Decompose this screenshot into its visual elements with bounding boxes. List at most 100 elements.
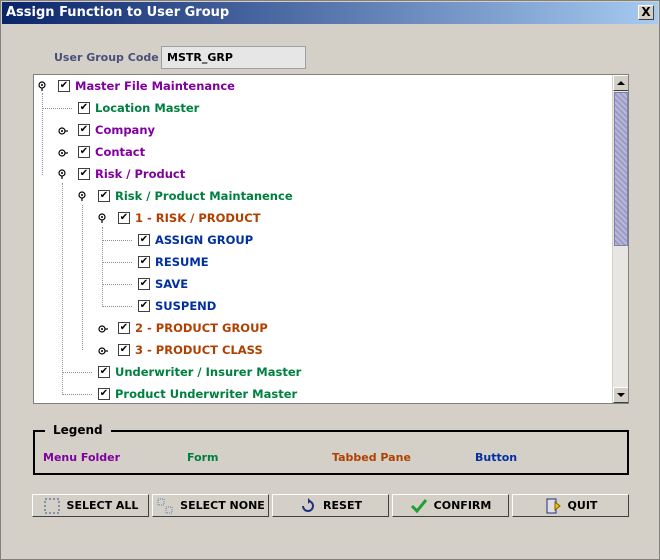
exit-door-icon bbox=[546, 498, 561, 513]
select-all-label: SELECT ALL bbox=[66, 499, 139, 512]
tree-node[interactable]: ✔ RESUME bbox=[138, 253, 209, 271]
tree-node-label: Product Underwriter Master bbox=[115, 387, 298, 401]
tree-connector bbox=[62, 372, 92, 373]
tree-connector bbox=[62, 183, 63, 395]
legend-title: Legend bbox=[45, 423, 111, 437]
legend-menu-folder: Menu Folder bbox=[43, 451, 121, 464]
tree-checkbox[interactable]: ✔ bbox=[138, 300, 150, 312]
legend-form: Form bbox=[187, 451, 219, 464]
confirm-button[interactable]: CONFIRM bbox=[392, 494, 509, 517]
reset-label: RESET bbox=[323, 499, 362, 512]
tree-node-label: RESUME bbox=[155, 255, 209, 269]
quit-button[interactable]: QUIT bbox=[512, 494, 629, 517]
tree-node-label: Contact bbox=[95, 145, 146, 159]
tree-checkbox[interactable]: ✔ bbox=[78, 146, 90, 158]
title-bar: Assign Function to User Group X bbox=[2, 2, 658, 24]
tree-scrollbar[interactable] bbox=[612, 75, 628, 403]
collapsed-handle-icon[interactable] bbox=[58, 147, 68, 157]
select-all-icon bbox=[44, 498, 60, 513]
tree-checkbox[interactable]: ✔ bbox=[78, 124, 90, 136]
tree-node[interactable]: ✔ 2 - PRODUCT GROUP bbox=[118, 319, 268, 337]
tree-node[interactable]: ✔ Risk / Product Maintanence bbox=[98, 187, 293, 205]
tree-node-label: 1 - RISK / PRODUCT bbox=[135, 211, 261, 225]
tree-checkbox[interactable]: ✔ bbox=[118, 212, 130, 224]
tree-checkbox[interactable]: ✔ bbox=[98, 190, 110, 202]
checkmark-icon bbox=[410, 498, 427, 513]
tree-node[interactable]: ✔ SAVE bbox=[138, 275, 188, 293]
tree-checkbox[interactable]: ✔ bbox=[138, 278, 150, 290]
legend-button: Button bbox=[475, 451, 518, 464]
select-none-label: SELECT NONE bbox=[180, 499, 265, 512]
close-icon: X bbox=[641, 5, 651, 19]
expanded-handle-icon[interactable] bbox=[38, 81, 48, 91]
tree-connector bbox=[62, 394, 92, 395]
tree-node-label: Company bbox=[95, 123, 155, 137]
tree-connector bbox=[102, 306, 132, 307]
scroll-thumb[interactable] bbox=[614, 92, 628, 246]
legend-box bbox=[33, 430, 629, 475]
tree-node-label: ASSIGN GROUP bbox=[155, 233, 254, 247]
window-title: Assign Function to User Group bbox=[6, 5, 230, 20]
quit-label: QUIT bbox=[567, 499, 598, 512]
tree-node[interactable]: ✔ Master File Maintenance bbox=[58, 77, 235, 95]
tree-checkbox[interactable]: ✔ bbox=[78, 168, 90, 180]
close-button[interactable]: X bbox=[638, 5, 654, 20]
arrow-up-icon bbox=[617, 81, 625, 85]
tree-checkbox[interactable]: ✔ bbox=[78, 102, 90, 114]
select-none-icon bbox=[157, 498, 173, 513]
tree-node-label: Location Master bbox=[95, 101, 200, 115]
tree-node-label: Risk / Product bbox=[95, 167, 186, 181]
tree-node[interactable]: ✔ 3 - PRODUCT CLASS bbox=[118, 341, 263, 359]
tree-node-label: Master File Maintenance bbox=[75, 79, 235, 93]
scroll-up-button[interactable] bbox=[613, 75, 628, 91]
tree-connector bbox=[42, 108, 72, 109]
expanded-handle-icon[interactable] bbox=[58, 169, 68, 179]
tree-content: ✔ Master File Maintenance ✔ Location Master… bbox=[34, 75, 614, 403]
tree-node[interactable]: ✔ Contact bbox=[78, 143, 145, 161]
tree-checkbox[interactable]: ✔ bbox=[118, 344, 130, 356]
tree-checkbox[interactable]: ✔ bbox=[98, 366, 110, 378]
tree-node-label: 3 - PRODUCT CLASS bbox=[135, 343, 263, 357]
tree-node[interactable]: ✔ Underwriter / Insurer Master bbox=[98, 363, 301, 381]
reset-icon bbox=[302, 497, 314, 512]
legend-tabbed-pane: Tabbed Pane bbox=[332, 451, 411, 464]
arrow-down-icon bbox=[617, 393, 625, 397]
tree-connector bbox=[102, 227, 103, 307]
tree-node[interactable]: ✔ 1 - RISK / PRODUCT bbox=[118, 209, 261, 227]
collapsed-handle-icon[interactable] bbox=[98, 345, 108, 355]
tree-node-label: SAVE bbox=[155, 277, 189, 291]
tree-connector bbox=[82, 205, 83, 350]
select-all-button[interactable]: SELECT ALL bbox=[32, 494, 149, 517]
tree-checkbox[interactable]: ✔ bbox=[138, 234, 150, 246]
collapsed-handle-icon[interactable] bbox=[98, 323, 108, 333]
scroll-down-button[interactable] bbox=[613, 387, 628, 403]
confirm-label: CONFIRM bbox=[433, 499, 492, 512]
expanded-handle-icon[interactable] bbox=[98, 213, 108, 223]
reset-button[interactable]: RESET bbox=[272, 494, 389, 517]
tree-node[interactable]: ✔ ASSIGN GROUP bbox=[138, 231, 253, 249]
tree-node-label: Underwriter / Insurer Master bbox=[115, 365, 302, 379]
tree-node[interactable]: ✔ Risk / Product bbox=[78, 165, 185, 183]
tree-node[interactable]: ✔ Product Underwriter Master bbox=[98, 385, 297, 403]
tree-connector bbox=[42, 93, 43, 175]
tree-connector bbox=[102, 284, 132, 285]
tree-node-label: Risk / Product Maintanence bbox=[115, 189, 293, 203]
tree-node-label: SUSPEND bbox=[155, 299, 217, 313]
tree-node[interactable]: ✔ Company bbox=[78, 121, 155, 139]
tree-connector bbox=[102, 240, 132, 241]
tree-checkbox[interactable]: ✔ bbox=[58, 80, 70, 92]
tree-checkbox[interactable]: ✔ bbox=[138, 256, 150, 268]
expanded-handle-icon[interactable] bbox=[78, 191, 88, 201]
tree-node[interactable]: ✔ SUSPEND bbox=[138, 297, 216, 315]
tree-node[interactable]: ✔ Location Master bbox=[78, 99, 199, 117]
tree-node-label: 2 - PRODUCT GROUP bbox=[135, 321, 268, 335]
user-group-code-label: User Group Code bbox=[54, 51, 159, 64]
tree-connector bbox=[102, 262, 132, 263]
tree-checkbox[interactable]: ✔ bbox=[98, 388, 110, 400]
tree-checkbox[interactable]: ✔ bbox=[118, 322, 130, 334]
select-none-button[interactable]: SELECT NONE bbox=[152, 494, 269, 517]
collapsed-handle-icon[interactable] bbox=[58, 125, 68, 135]
user-group-code-field[interactable]: MSTR_GRP bbox=[161, 46, 306, 69]
function-tree: ✔ Master File Maintenance ✔ Location Master… bbox=[33, 74, 629, 404]
